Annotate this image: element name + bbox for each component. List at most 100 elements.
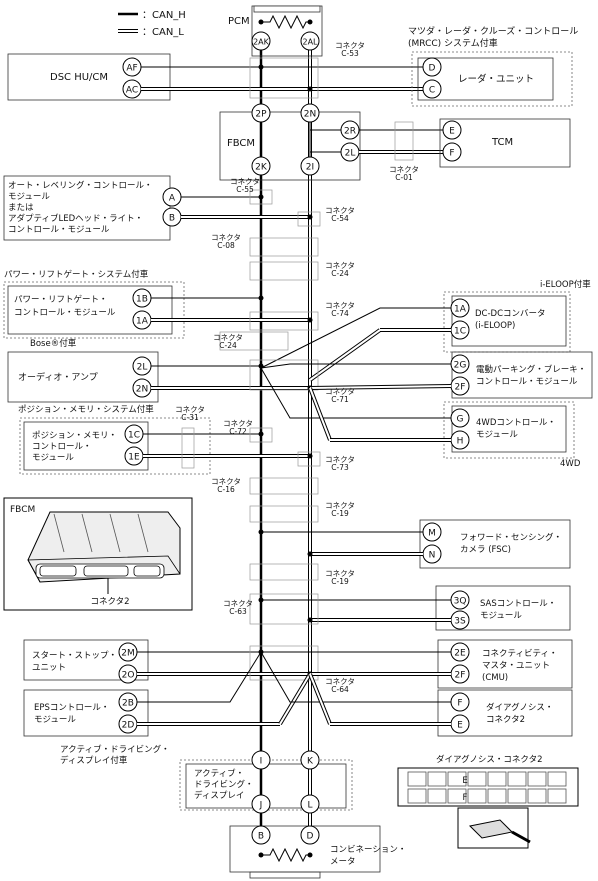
- connector-label: C-31: [181, 413, 199, 422]
- pin-label: B: [169, 214, 175, 224]
- pin-label: 2P: [255, 110, 267, 120]
- pin-label: 2AL: [302, 38, 318, 47]
- plg-label: コントロール・モジュール: [14, 308, 116, 318]
- connector-label: C-19: [331, 509, 349, 518]
- mem-box: [23, 421, 149, 471]
- junction-dot: [307, 852, 313, 858]
- connector-box: [249, 427, 273, 443]
- diag-can-h: [260, 651, 451, 703]
- junction-dot: [258, 431, 264, 437]
- meter-label: メータ: [330, 857, 356, 867]
- cmu-box: [437, 639, 573, 689]
- connector-label: C-24: [219, 341, 237, 350]
- connector-box: [249, 563, 319, 581]
- dlc-f-label: F: [463, 793, 468, 803]
- eps-label: EPSコントロール・: [34, 703, 109, 713]
- fbcm-box: [219, 111, 361, 181]
- junction-dot: [258, 64, 264, 70]
- pin-label: G: [457, 415, 464, 425]
- 4wd-box: [451, 405, 567, 453]
- pin-label: 1C: [128, 431, 140, 441]
- fbcm-photo-edge: [27, 555, 181, 583]
- pin-label: 1A: [454, 305, 467, 315]
- connector-label: C-16: [217, 485, 235, 494]
- 4wd-can-h: [260, 367, 451, 419]
- dlc-plug-frame: [457, 807, 529, 849]
- dlc-cell: [407, 771, 427, 787]
- ads-note: ディスプレイ付車: [60, 755, 128, 766]
- can-l-wire: [309, 329, 381, 381]
- dsc-label: DSC HU/CM: [50, 72, 108, 83]
- junction-dot: [307, 86, 313, 92]
- 4wd-note: 4WD: [560, 459, 581, 469]
- connector-label: C-72: [229, 427, 247, 436]
- connector-label: コネクタ: [211, 477, 241, 486]
- pin-label: 2F: [455, 383, 466, 393]
- can-l-wire: [309, 385, 452, 389]
- plg-dashed-area: [3, 281, 185, 339]
- fbcm-photo-label: FBCM: [10, 505, 35, 515]
- junction-dot: [258, 19, 264, 25]
- dlc-cell: [547, 788, 567, 804]
- ss-label: ユニット: [32, 663, 66, 673]
- connector-label: C-53: [341, 49, 359, 58]
- connector-label: コネクタ: [223, 419, 253, 428]
- mem-dashed-area: [19, 417, 211, 475]
- pin-label: 1C: [454, 327, 466, 337]
- connector-label: C-63: [229, 607, 247, 616]
- connector-label: C-01: [395, 173, 413, 182]
- pin-label: E: [457, 721, 463, 731]
- fbcm-photo-conn-label: コネクタ2: [90, 597, 129, 607]
- eps-box: [23, 689, 149, 737]
- meter-resistor: [261, 847, 310, 863]
- junction-dot: [258, 529, 264, 535]
- 4wd-dashed-area: [443, 401, 575, 459]
- connector-label: C-71: [331, 395, 349, 404]
- pcm-label: PCM: [228, 16, 250, 27]
- pcm-top-bar: [253, 5, 321, 13]
- ads-label: ディスプレイ: [194, 790, 244, 801]
- can-l-wire: [279, 673, 311, 725]
- connector-label: C-08: [217, 241, 235, 250]
- sas-label: SASコントロール・: [480, 599, 556, 609]
- connector-label: コネクタ: [325, 261, 355, 270]
- pin-label: 2N: [136, 385, 148, 395]
- ads-note: アクティブ・ドライビング・: [60, 744, 170, 755]
- connector-box: [219, 331, 289, 351]
- mrcc-note: マツダ・レーダ・クルーズ・コントロール: [408, 25, 578, 37]
- eps-can-h: [137, 651, 262, 703]
- pin-label: AF: [126, 64, 137, 74]
- pin-label: 2G: [454, 361, 467, 371]
- sas-box: [435, 585, 571, 631]
- diag-label: コネクタ2: [486, 715, 525, 725]
- radar-box: [417, 57, 554, 101]
- dlc-plug: [468, 819, 514, 839]
- pin-label: 2AK: [253, 38, 270, 47]
- dsc-box: [7, 53, 171, 101]
- diag-label: ダイアグノシス・: [486, 702, 553, 713]
- cmu-label: (CMU): [482, 673, 508, 683]
- connector-label: C-54: [331, 214, 349, 223]
- fsc-label: カメラ (FSC): [460, 545, 511, 555]
- sas-label: モジュール: [480, 611, 522, 621]
- connector-label: コネクタ: [175, 405, 205, 414]
- connector-label: コネクタ: [223, 599, 253, 608]
- ss-label: スタート・ストップ・: [32, 651, 117, 661]
- connector-box: [249, 477, 319, 495]
- junction-dot: [307, 19, 313, 25]
- connector-label: コネクタ: [213, 333, 243, 342]
- connector-box: [181, 427, 195, 469]
- pin-label: 1E: [128, 453, 140, 463]
- mem-note: ポジション・メモリ・システム付車: [18, 404, 154, 415]
- pin-label: J: [259, 801, 263, 811]
- connector-label: コネクタ: [325, 206, 355, 215]
- pin-circle: [251, 794, 271, 814]
- connector-box: [249, 189, 273, 205]
- 4wd-label: モジュール: [476, 430, 518, 440]
- connector-label: C-73: [331, 463, 349, 472]
- pin-circle: [300, 825, 320, 845]
- pin-label: 3S: [454, 617, 466, 627]
- connector-box: [297, 451, 321, 467]
- fsc-box: [419, 519, 571, 569]
- pin-label: F: [457, 699, 462, 709]
